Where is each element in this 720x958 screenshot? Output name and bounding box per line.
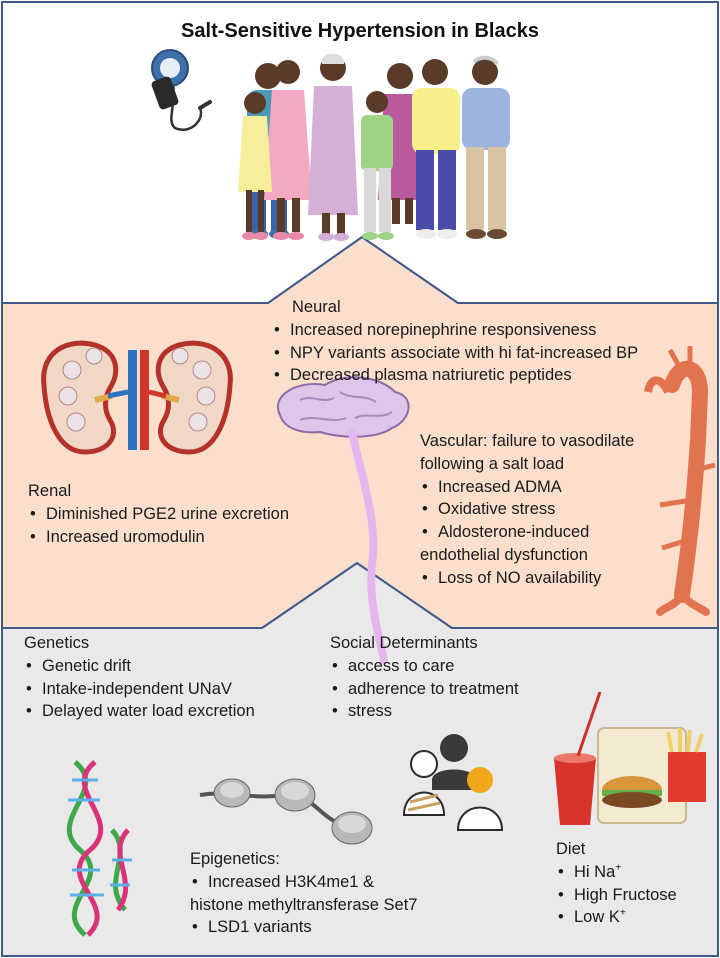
vascular-item: Increased ADMA [420, 476, 634, 499]
social-item: adherence to treatment [330, 678, 519, 701]
diet-item-text: Low K [574, 908, 620, 927]
neural-item: Increased norepinephrine responsiveness [272, 319, 638, 342]
fast-food-icon [554, 691, 706, 825]
genetics-item: Genetic drift [24, 655, 255, 678]
social-heading: Social Determinants [330, 634, 478, 652]
neural-item: NPY variants associate with hi fat-incre… [272, 342, 638, 365]
neural-item: Decreased plasma natriuretic peptides [272, 364, 638, 387]
diet-item-text: Hi Na [574, 862, 616, 881]
epigenetics-item-cont: histone methyltransferase Set7 [190, 895, 418, 914]
neural-heading: Neural [292, 298, 341, 316]
renal-item: Diminished PGE2 urine excretion [28, 503, 289, 526]
diet-item-charge: + [619, 907, 626, 919]
vascular-item: Aldosterone-induced [420, 521, 634, 544]
brain-illustration [277, 376, 410, 664]
renal-item: Increased uromodulin [28, 526, 289, 549]
social-item: stress [330, 700, 519, 723]
genetics-heading: Genetics [24, 634, 90, 652]
diet-item-charge: + [615, 862, 622, 874]
vascular-heading: Vascular: failure to vasodilate [420, 432, 635, 450]
renal-heading: Renal [28, 482, 72, 500]
neural-block: Neural Increased norepinephrine responsi… [272, 296, 638, 387]
epigenetics-heading: Epigenetics: [190, 850, 280, 868]
genetics-item: Delayed water load excretion [24, 700, 255, 723]
vascular-item: Loss of NO availability [420, 567, 634, 590]
aorta-illustration [644, 346, 716, 616]
vascular-heading-cont: following a salt load [420, 454, 565, 473]
renal-block: Renal Diminished PGE2 urine excretion In… [28, 480, 289, 548]
vascular-item: Oxidative stress [420, 498, 634, 521]
epigenetics-item: Increased H3K4me1 & [190, 871, 417, 894]
vascular-block: Vascular: failure to vasodilate followin… [420, 430, 634, 589]
kidneys-illustration [41, 340, 233, 455]
epigenetics-item: LSD1 variants [190, 916, 417, 939]
diet-block: Diet Hi Na+ High Fructose Low K+ [556, 838, 677, 929]
social-block: Social Determinants access to care adher… [330, 632, 519, 723]
diet-item-text: High Fructose [574, 885, 677, 904]
dna-helix-icon [66, 760, 132, 937]
social-item: access to care [330, 655, 519, 678]
figure-title: Salt-Sensitive Hypertension in Blacks [181, 20, 539, 42]
blood-pressure-cuff-icon [151, 49, 212, 131]
people-group-icon [402, 734, 504, 831]
nucleosome-chain-icon [199, 778, 373, 845]
genetics-block: Genetics Genetic drift Intake-independen… [24, 632, 255, 723]
diet-item: Hi Na+ [556, 861, 677, 884]
diet-item: High Fructose [556, 884, 677, 907]
diet-item: Low K+ [556, 906, 677, 929]
diet-heading: Diet [556, 840, 586, 858]
epigenetics-block: Epigenetics: Increased H3K4me1 & histone… [190, 848, 417, 939]
family-illustration [238, 53, 510, 241]
vascular-item-cont: endothelial dysfunction [420, 545, 588, 564]
genetics-item: Intake-independent UNaV [24, 678, 255, 701]
